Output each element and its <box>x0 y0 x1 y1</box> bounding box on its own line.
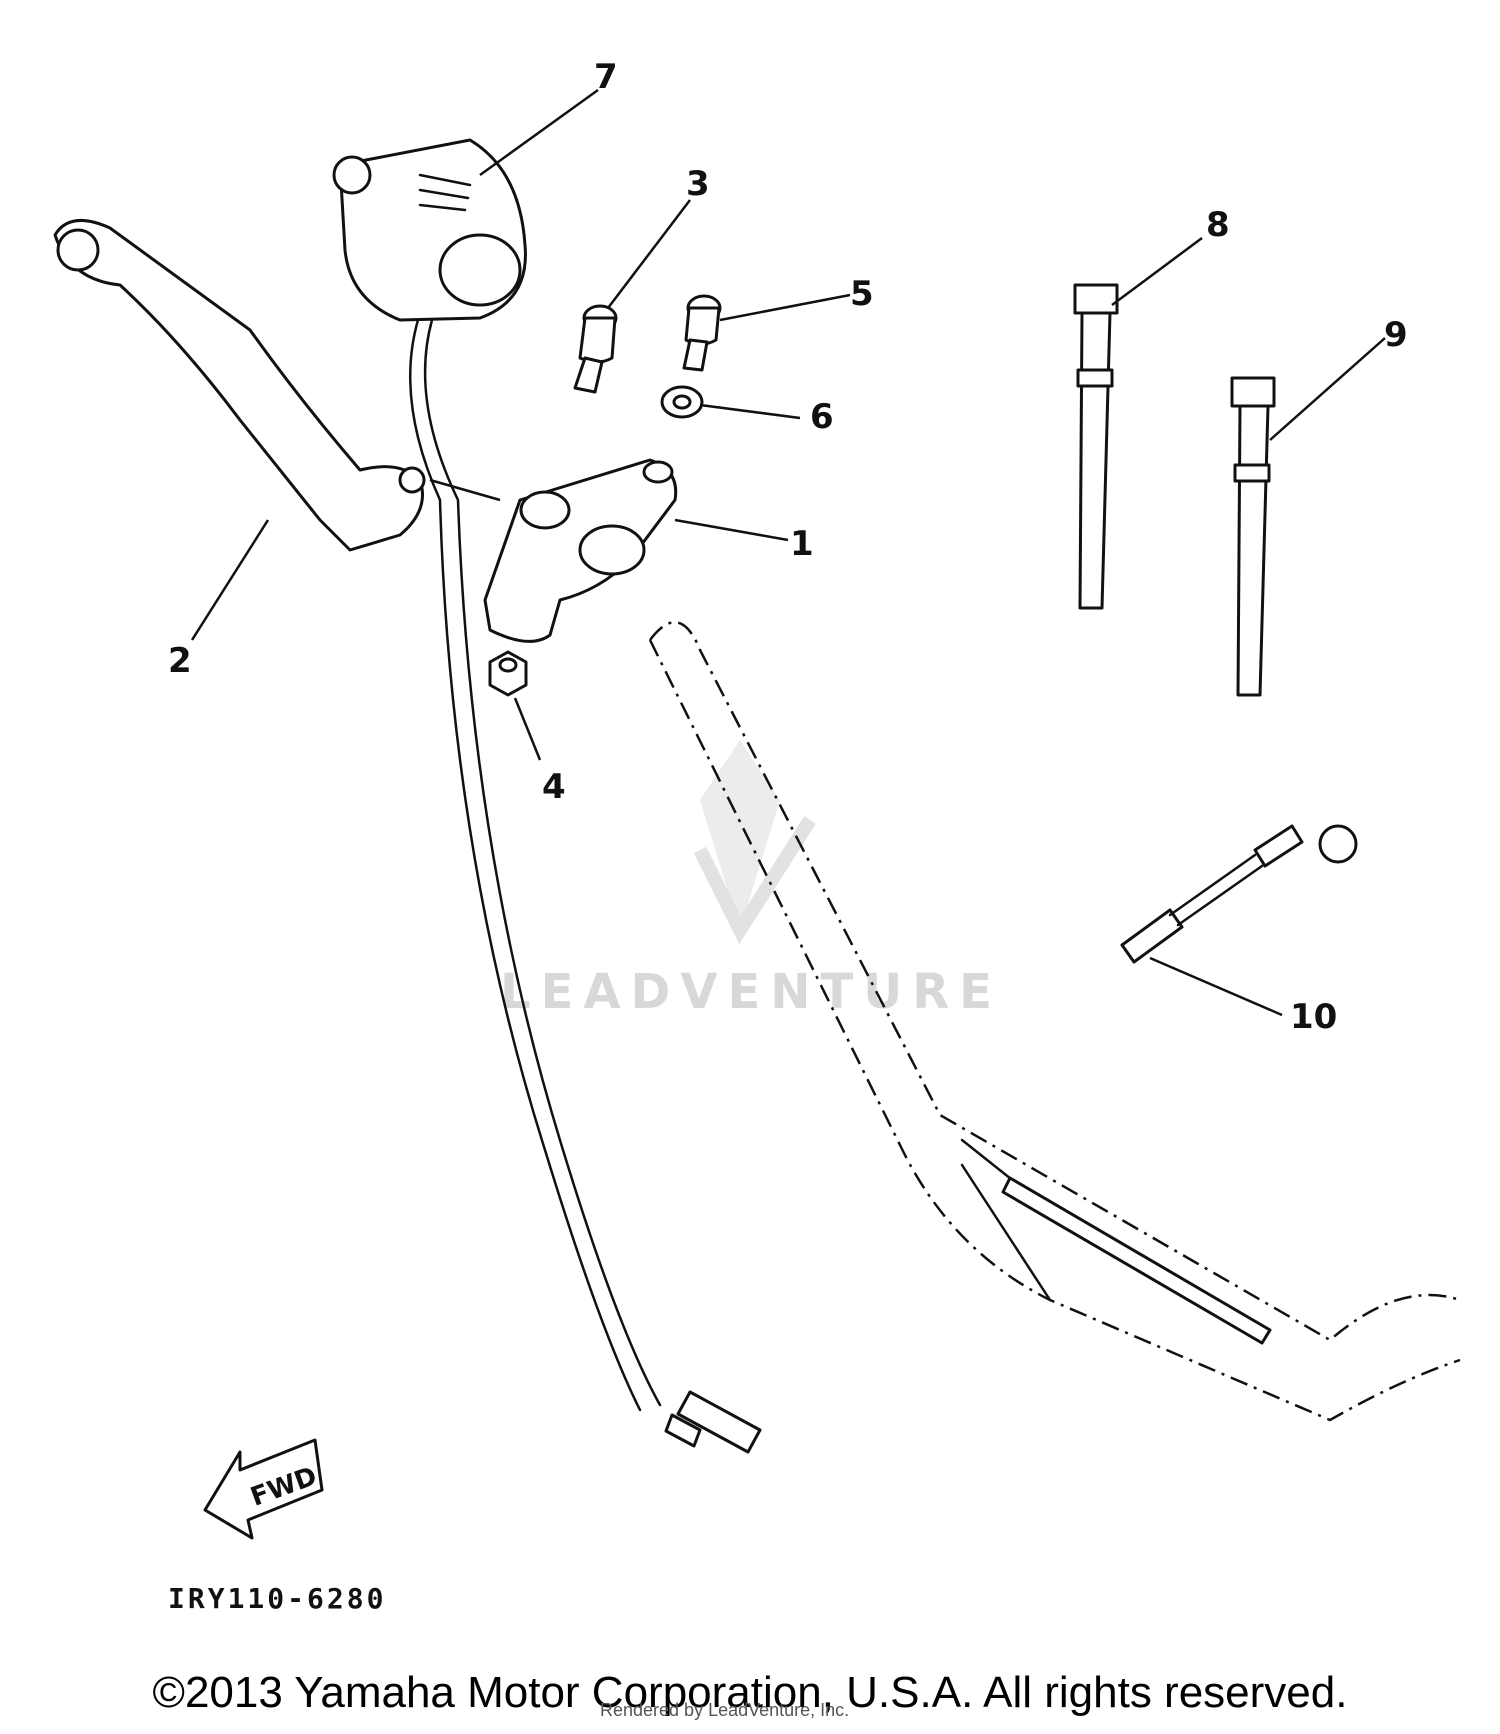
callout-2: 2 <box>168 641 192 681</box>
callout-7: 7 <box>594 57 618 97</box>
watermark-text: LEADVENTURE <box>500 964 1002 1020</box>
part-8-cable-tie <box>1073 283 1119 610</box>
part-2-clutch-lever <box>53 218 426 552</box>
callout-8: 8 <box>1206 205 1230 245</box>
part-6-washer <box>660 385 704 419</box>
callout-6: 6 <box>810 397 834 437</box>
handlebar <box>648 621 1461 1422</box>
callout-5: 5 <box>850 274 874 314</box>
part-1-lever-holder <box>483 458 678 643</box>
copyright-notice: ©2013 Yamaha Motor Corporation, U.S.A. A… <box>152 1668 1348 1717</box>
part-5-bolt <box>682 294 722 372</box>
part-9-cable-tie <box>1230 376 1276 697</box>
callout-9: 9 <box>1384 315 1408 355</box>
callout-3: 3 <box>686 164 710 204</box>
callout-4: 4 <box>542 767 566 807</box>
callout-10: 10 <box>1290 997 1337 1037</box>
callout-1: 1 <box>790 524 814 564</box>
part-10-lead-wire <box>1120 824 1358 964</box>
switch-cable <box>408 318 762 1454</box>
fwd-arrow: FWD <box>203 1438 324 1540</box>
part-7-switch-housing <box>332 138 527 322</box>
callout-numbers: 7 3 5 6 1 2 4 8 9 10 <box>168 57 1408 1037</box>
rendered-by-credit: Rendered by LeadVenture, Inc. <box>600 1700 850 1720</box>
diagram-code: IRY110-6280 <box>168 1582 387 1615</box>
leader-lines <box>190 88 1386 1017</box>
part-3-bolt <box>573 304 618 394</box>
part-4-nut <box>488 650 528 697</box>
leadventure-watermark: LEADVENTURE <box>500 740 1002 1020</box>
